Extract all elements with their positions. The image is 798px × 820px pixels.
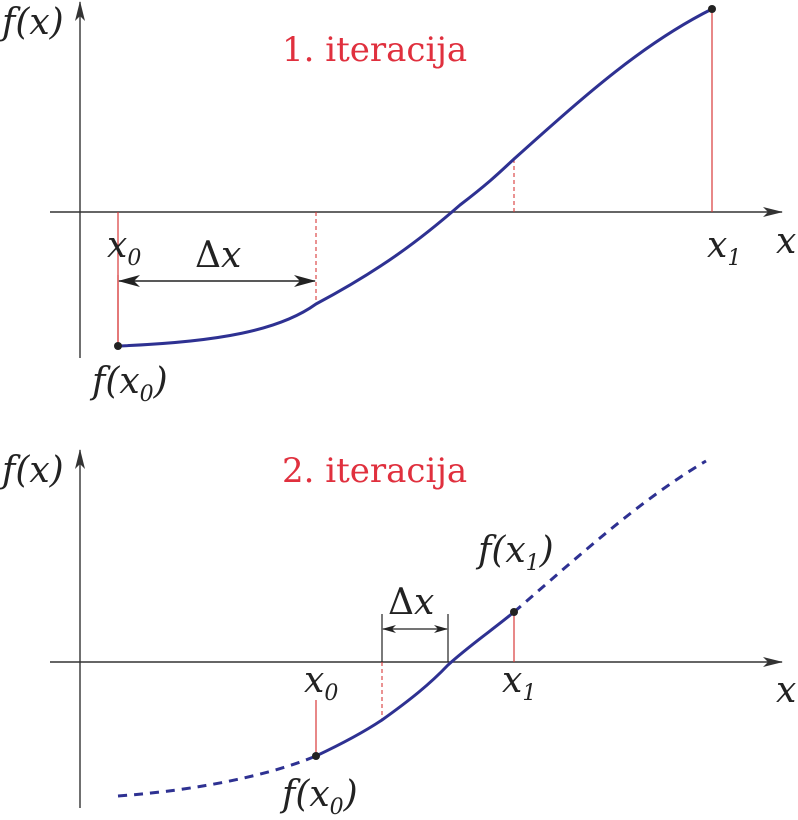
panel2-function-curve bbox=[315, 610, 515, 758]
panel2-x0-label: x0 bbox=[304, 660, 338, 706]
panel-1: f(x) x 1. iteracija x0 x1 Δx f(x0) bbox=[0, 1, 796, 407]
panel2-dx-label: Δx bbox=[388, 582, 434, 623]
panel2-point-fx0 bbox=[312, 752, 320, 760]
panel1-fx0-label: f(x0) bbox=[89, 361, 168, 407]
panel1-y-axis-label: f(x) bbox=[0, 2, 64, 43]
panel2-curve-left-dashed bbox=[117, 754, 317, 798]
panel1-x0-label: x0 bbox=[107, 225, 141, 271]
panel1-x1-label: x1 bbox=[707, 225, 741, 271]
panel1-title: 1. iteracija bbox=[282, 30, 467, 70]
panel-2: f(x) x 2. iteracija x0 x1 Δx f(x0) f(x1) bbox=[0, 449, 796, 820]
panel2-fx0-label: f(x0) bbox=[279, 774, 358, 820]
panel1-point-fx1 bbox=[708, 5, 716, 13]
panel1-x-axis-label: x bbox=[776, 221, 796, 262]
panel1-point-fx0 bbox=[114, 342, 122, 350]
panel2-point-fx1 bbox=[510, 608, 518, 616]
panel2-fx1-label: f(x1) bbox=[475, 530, 554, 576]
panel1-dx-label: Δx bbox=[195, 235, 241, 276]
panel1-function-curve bbox=[117, 7, 713, 348]
panel2-y-axis-label: f(x) bbox=[0, 450, 64, 491]
panel2-x-axis-label: x bbox=[776, 670, 796, 711]
panel2-title: 2. iteracija bbox=[282, 451, 467, 491]
panel2-curve-right-dashed bbox=[513, 459, 707, 614]
panel2-x1-label: x1 bbox=[502, 660, 536, 706]
